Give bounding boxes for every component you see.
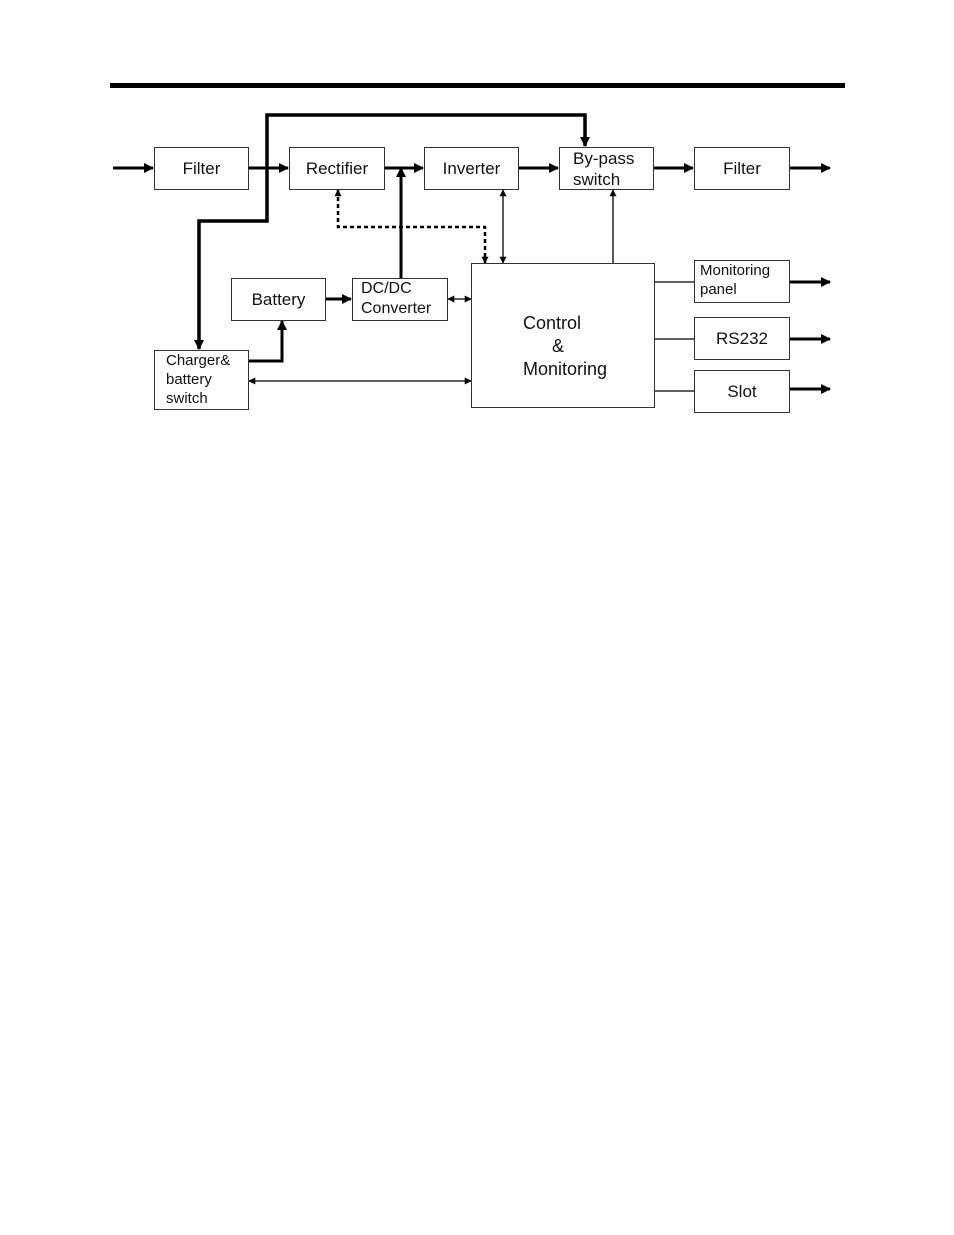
monitoring-panel-label-line2: panel [700, 280, 789, 299]
rectifier-block: Rectifier [289, 147, 385, 190]
rs232-block: RS232 [694, 317, 790, 360]
dcdc-label-line1: DC/DC [361, 279, 447, 299]
control-label-line2: & [523, 335, 654, 358]
bypass-label-line1: By-pass [573, 148, 653, 169]
monitoring-panel-block: Monitoring panel [694, 260, 790, 303]
charger-to-battery-arrow [249, 321, 282, 361]
control-monitoring-block: Control & Monitoring [471, 263, 655, 408]
battery-block: Battery [231, 278, 326, 321]
control-label-line1: Control [523, 312, 654, 335]
dcdc-converter-block: DC/DC Converter [352, 278, 448, 321]
control-label-line3: Monitoring [523, 358, 654, 381]
slot-block: Slot [694, 370, 790, 413]
inverter-block: Inverter [424, 147, 519, 190]
filter-input-block: Filter [154, 147, 249, 190]
charger-feed-arrow [199, 168, 267, 349]
monitoring-panel-label-line1: Monitoring [700, 261, 789, 280]
dcdc-label-line2: Converter [361, 299, 447, 319]
charger-label-line1: Charger& [166, 351, 248, 370]
filter-output-block: Filter [694, 147, 790, 190]
bypass-label-line2: switch [573, 169, 653, 190]
charger-label-line3: switch [166, 389, 248, 408]
charger-label-line2: battery [166, 370, 248, 389]
rectifier-control-dashed-arrow [338, 190, 485, 263]
charger-battery-switch-block: Charger& battery switch [154, 350, 249, 410]
bypass-switch-block: By-pass switch [559, 147, 654, 190]
